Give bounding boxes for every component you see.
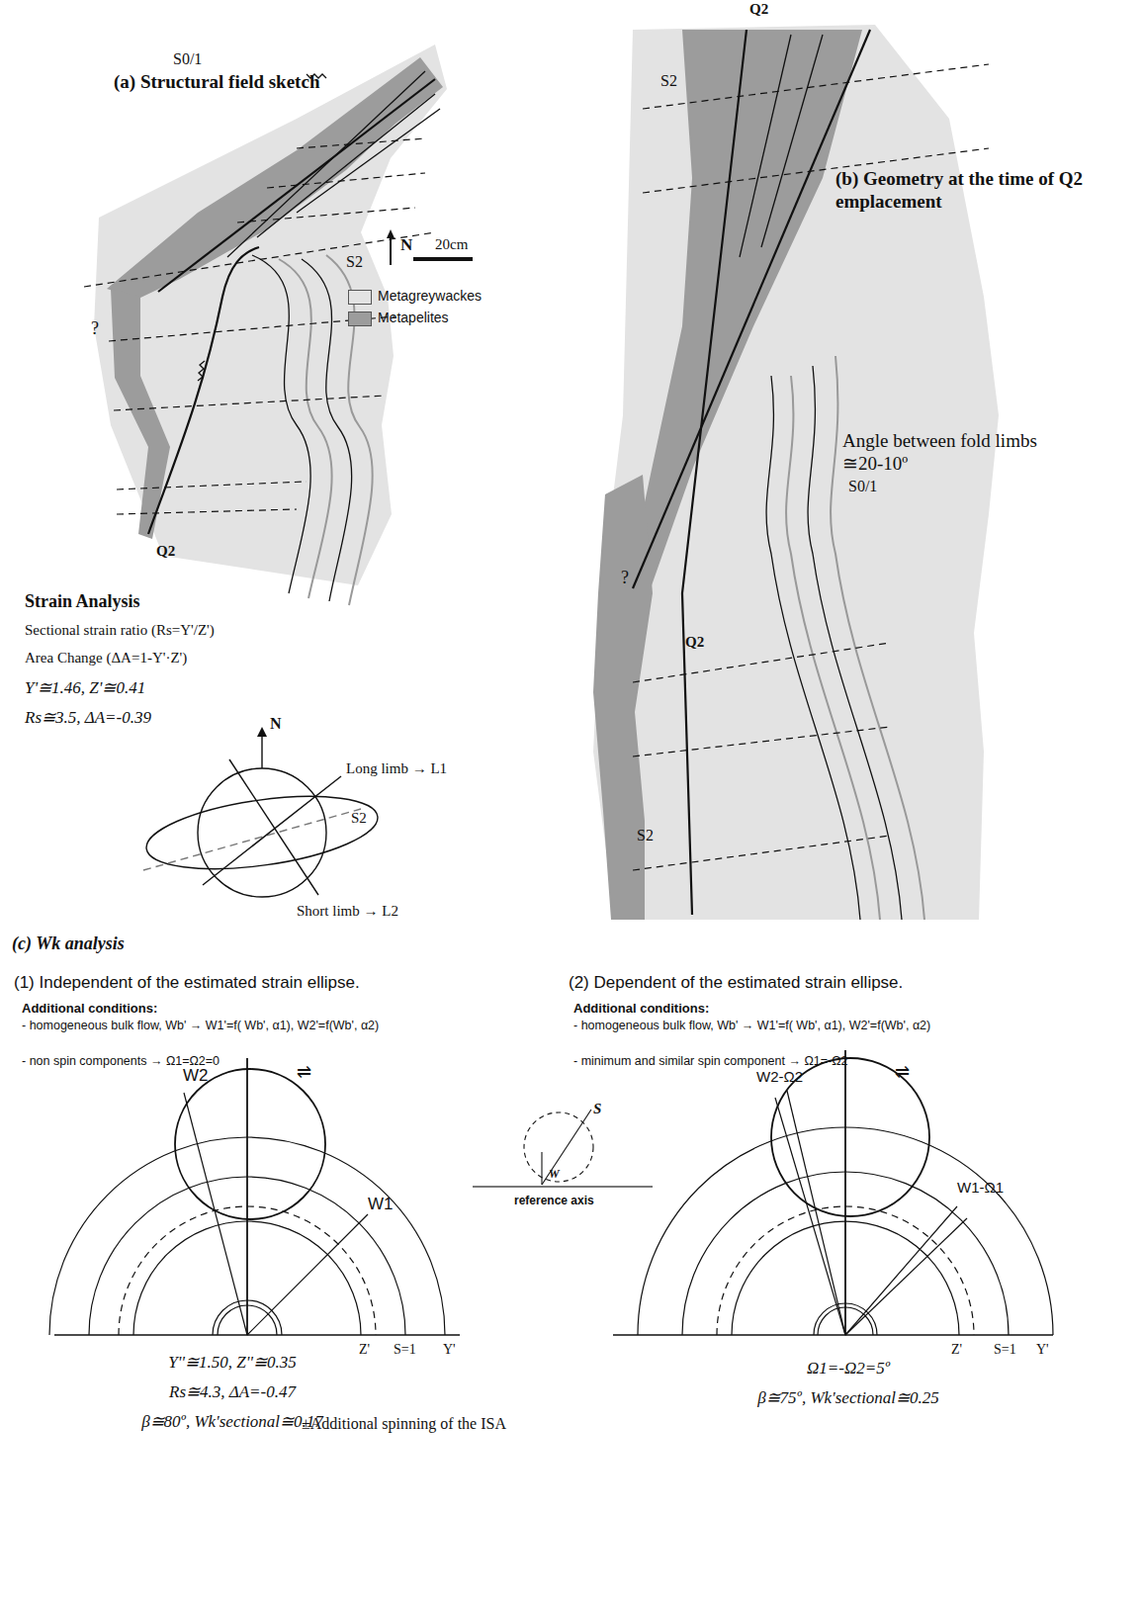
legend-swatch (348, 311, 372, 327)
label: S (593, 1099, 602, 1118)
label: ? (620, 567, 629, 590)
label: W1 (367, 1194, 394, 1215)
label: S2 (636, 825, 654, 845)
label: Z' (358, 1341, 370, 1359)
label: S=1 (393, 1341, 417, 1359)
label: N (269, 713, 282, 733)
label: W (548, 1166, 560, 1181)
label: Y''≅1.50, Z''≅0.35 (168, 1352, 296, 1373)
label: S=1 (993, 1341, 1017, 1359)
label: S2 (660, 71, 678, 90)
label: (1) Independent of the estimated strain … (13, 972, 360, 993)
label: ⇌ (296, 1061, 312, 1084)
label: Z' (951, 1341, 963, 1359)
label: - minimum and similar spin component → Ω… (573, 1054, 848, 1069)
label: (b) Geometry at the time of Q2 emplaceme… (835, 168, 1088, 214)
label: W2 (182, 1065, 209, 1086)
label: β≅80º, Wk'sectional≅0.17 (141, 1411, 324, 1432)
label: - homogeneous bulk flow, Wb' → W1'=f( Wb… (573, 1018, 1068, 1034)
label: W1-Ω1 (957, 1178, 1004, 1197)
label: 20cm (435, 235, 468, 254)
legend-text: Metapelites (377, 309, 449, 327)
label: ⇌ (894, 1061, 910, 1084)
label: Rs≅4.3, ΔA=-0.47 (169, 1382, 296, 1403)
label: Additional conditions: (573, 1000, 709, 1017)
label: S2 (351, 808, 367, 827)
label: N (400, 235, 413, 256)
label: - homogeneous bulk flow, Wb' → W1'=f( Wb… (21, 1018, 517, 1034)
label: Q2 (156, 541, 176, 560)
label: Sectional strain ratio (Rs=Y'/Z') (24, 620, 215, 639)
label: Y'≅1.46, Z'≅0.41 (24, 678, 146, 699)
label: Strain Analysis (24, 591, 141, 614)
label: W2-Ω2 (756, 1067, 803, 1086)
label: (2) Dependent of the estimated strain el… (568, 972, 903, 993)
label: (a) Structural field sketch (113, 71, 320, 94)
label: Q2 (749, 0, 769, 18)
label: reference axis (514, 1193, 595, 1208)
label: Y' (1036, 1341, 1050, 1359)
label: Area Change (ΔA=1-Y'·Z') (24, 648, 187, 667)
label: Q2 (685, 632, 704, 651)
legend-text: Metagreywackes (377, 287, 482, 305)
label: S0/1 (848, 476, 878, 496)
label: Ω1=-Ω2=5º (806, 1358, 890, 1379)
label: Angle between fold limbs ≅20-10º (842, 430, 1080, 476)
label: (c) Wk analysis (11, 933, 125, 956)
label: ? (90, 318, 99, 341)
label: S2 (346, 252, 363, 271)
label: S0/1 (173, 49, 202, 69)
label: Y' (442, 1341, 456, 1359)
label: Long limb → L1 (346, 759, 447, 778)
label: β≅75º, Wk'sectional≅0.25 (757, 1388, 940, 1408)
label: ±Additional spinning of the ISA (301, 1413, 507, 1433)
label: Rs≅3.5, ΔA=-0.39 (24, 707, 152, 728)
label: Short limb → L2 (296, 901, 399, 920)
legend-swatch (348, 289, 372, 305)
label: Additional conditions: (21, 1000, 158, 1017)
